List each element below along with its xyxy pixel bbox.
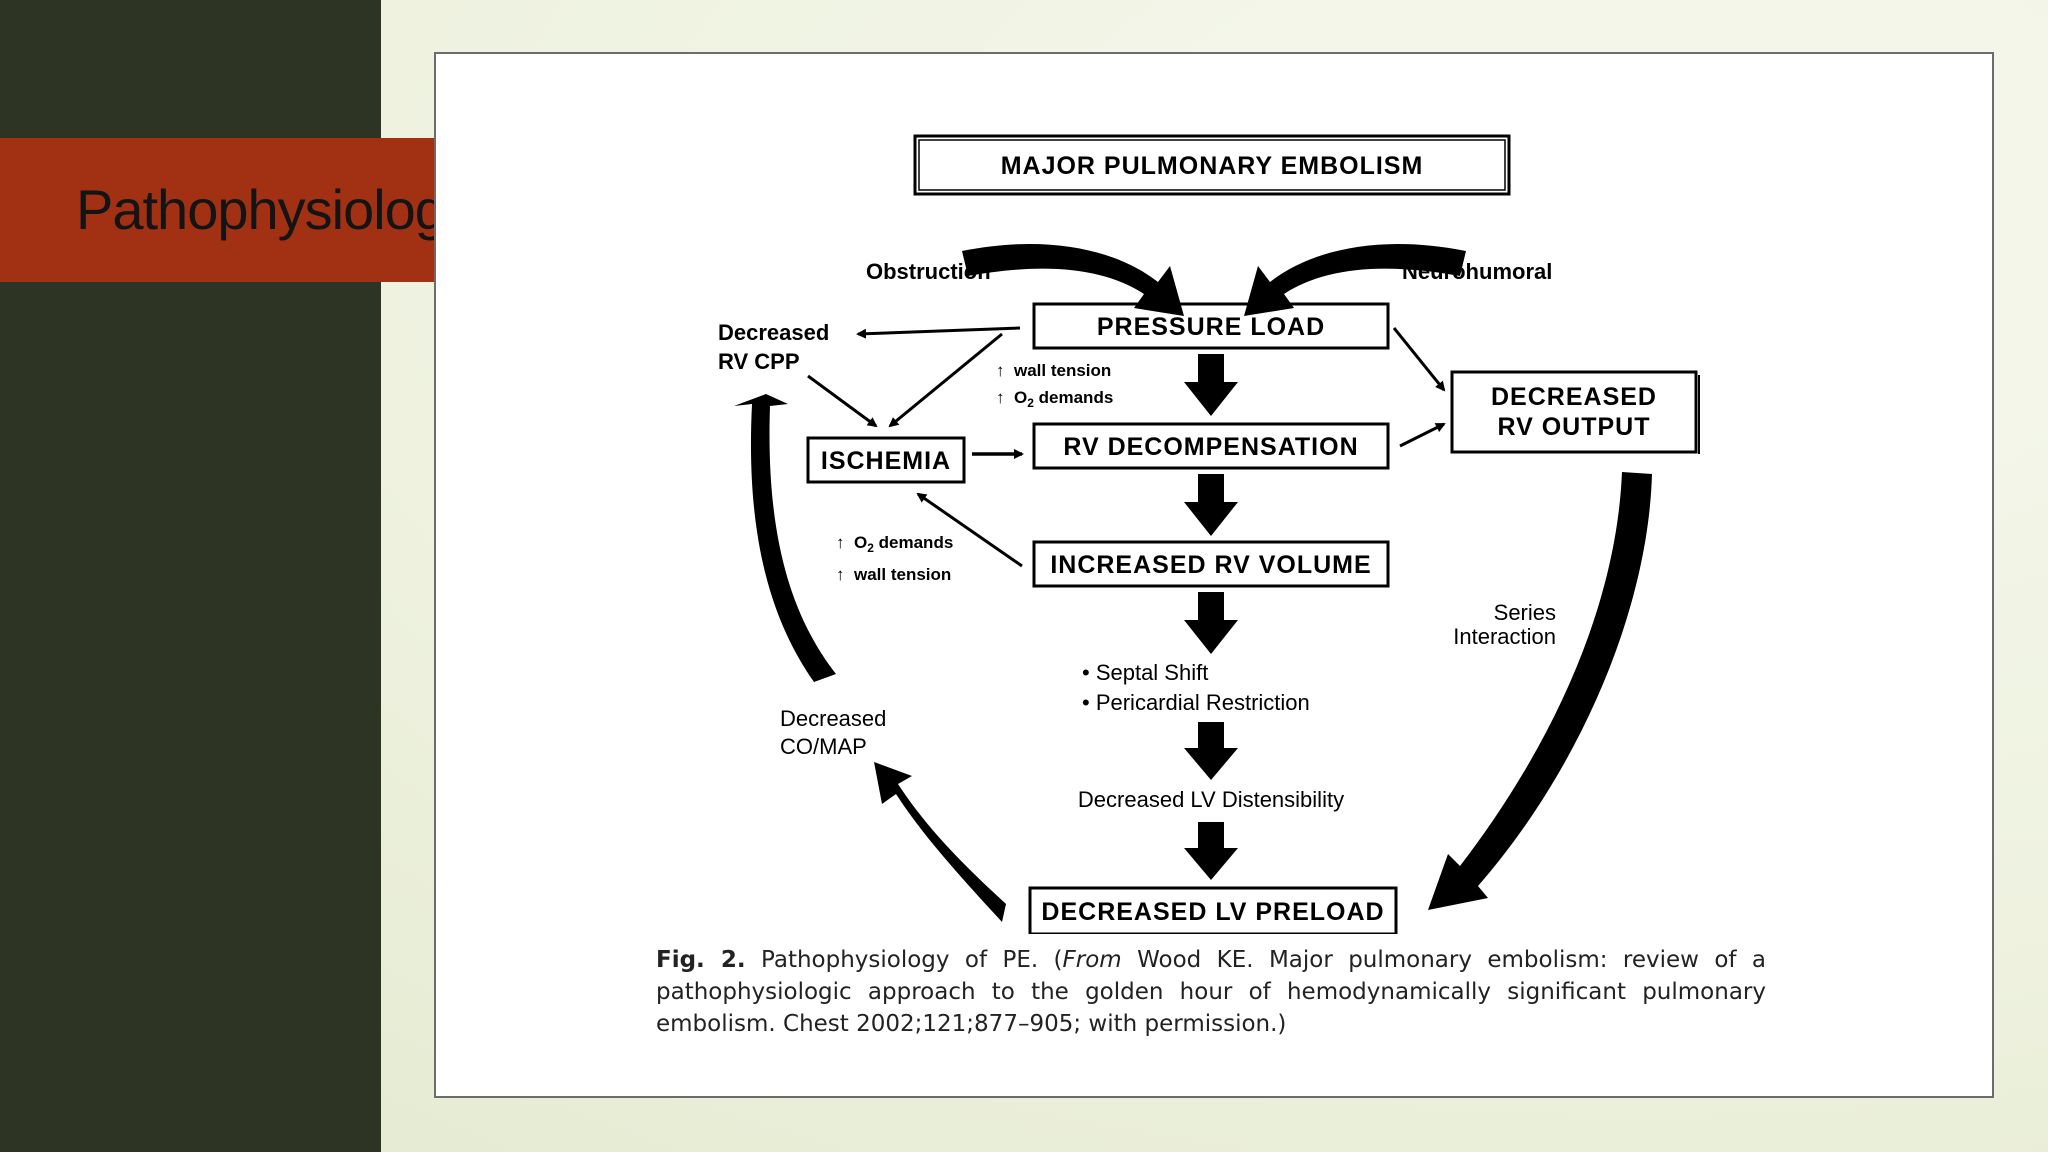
label-series-interaction-line2: Interaction: [1453, 624, 1556, 649]
node-pressure-load: PRESSURE LOAD: [1032, 302, 1390, 350]
node-label-rv-decompensation: RV DECOMPENSATION: [1063, 433, 1358, 461]
down-arrow-volume-to-septal: [1184, 592, 1238, 654]
node-label-ischemia: ISCHEMIA: [821, 447, 951, 475]
caption-text-part2: Wood KE. Major pulmonary embolism: revie…: [656, 947, 1766, 1037]
svg-text:↑: ↑: [836, 533, 845, 552]
arrow-pressure-to-rvoutput: [1392, 327, 1446, 392]
series-interaction-curved-arrow: [1428, 472, 1652, 910]
node-label-decreased-lv-preload: DECREASED LV PRELOAD: [1041, 898, 1384, 926]
label-septal-shift: • Septal Shift: [1082, 660, 1208, 685]
node-label-pressure-load: PRESSURE LOAD: [1097, 313, 1325, 341]
node-decreased-rv-output: DECREASED RV OUTPUT: [1450, 370, 1700, 454]
arrow-rvdecomp-to-rvoutput: [1399, 422, 1446, 448]
node-major-pulmonary-embolism: MAJOR PULMONARY EMBOLISM: [913, 134, 1511, 196]
node-increased-rv-volume: INCREASED RV VOLUME: [1032, 540, 1390, 588]
label-decreased-rv-cpp-line1: Decreased: [718, 320, 829, 345]
label-obstruction: Obstruction: [866, 259, 991, 284]
pathophysiology-diagram: MAJOR PULMONARY EMBOLISM PRESSURE LOAD R…: [718, 134, 1700, 934]
figure-caption: Fig. 2. Pathophysiology of PE. (From Woo…: [656, 944, 1766, 1040]
svg-text:↑: ↑: [996, 361, 1005, 380]
node-label-decreased-rv-output-line1: DECREASED: [1491, 383, 1657, 411]
label-wall-tension-mid: wall tension: [853, 565, 951, 584]
arrow-pressure-to-rvcpp: [856, 326, 1021, 339]
obstruction-curved-arrow: [962, 243, 1184, 316]
caption-fig-label: Fig. 2.: [656, 947, 746, 973]
label-o2-demands-mid: O2 demands: [854, 533, 953, 555]
annotation-mid-increases: ↑ O2 demands ↑ wall tension: [836, 533, 953, 584]
decreased-co-map-to-rvcpp-curved-arrow: [734, 394, 836, 682]
caption-text-part1: Pathophysiology of PE. (: [745, 947, 1063, 973]
down-arrow-distensibility-to-preload: [1184, 822, 1238, 880]
label-o2-demands-top: O2 demands: [1014, 388, 1113, 410]
label-wall-tension-top: wall tension: [1013, 361, 1111, 380]
label-neurohumoral: Neurohumoral: [1402, 259, 1552, 284]
down-arrow-pressure-to-rv: [1184, 354, 1238, 416]
arrow-volume-to-ischemia: [916, 492, 1023, 568]
node-label-decreased-rv-output-line2: RV OUTPUT: [1498, 413, 1651, 441]
caption-from-word: From: [1062, 947, 1122, 973]
label-decreased-rv-cpp-line2: RV CPP: [718, 349, 800, 374]
label-decreased-co-map-line2: CO/MAP: [780, 734, 867, 759]
label-decreased-lv-distensibility: Decreased LV Distensibility: [1078, 787, 1344, 812]
decreased-co-map-curved-arrow: [874, 762, 1006, 922]
node-rv-decompensation: RV DECOMPENSATION: [1032, 422, 1390, 470]
svg-text:↑: ↑: [996, 388, 1005, 407]
node-label-increased-rv-volume: INCREASED RV VOLUME: [1050, 551, 1371, 579]
label-series-interaction-line1: Series: [1494, 600, 1556, 625]
annotation-top-increases: ↑ wall tension ↑ O2 demands: [996, 361, 1113, 410]
down-arrow-septal-to-distensibility: [1184, 722, 1238, 780]
svg-text:↑: ↑: [836, 565, 845, 584]
arrow-rvcpp-to-ischemia: [807, 374, 878, 428]
down-arrow-rv-to-volume: [1184, 474, 1238, 536]
neurohumoral-curved-arrow: [1244, 243, 1466, 316]
node-label-major-pe: MAJOR PULMONARY EMBOLISM: [1001, 152, 1424, 180]
node-decreased-lv-preload: DECREASED LV PRELOAD: [1028, 886, 1398, 934]
label-pericardial-restriction: • Pericardial Restriction: [1082, 690, 1310, 715]
arrow-pressure-to-ischemia: [888, 332, 1003, 428]
figure-frame: MAJOR PULMONARY EMBOLISM PRESSURE LOAD R…: [434, 52, 1994, 1098]
slide-title: Pathophysiology: [76, 178, 473, 241]
node-ischemia: ISCHEMIA: [806, 436, 966, 484]
label-decreased-co-map-line1: Decreased: [780, 706, 886, 731]
